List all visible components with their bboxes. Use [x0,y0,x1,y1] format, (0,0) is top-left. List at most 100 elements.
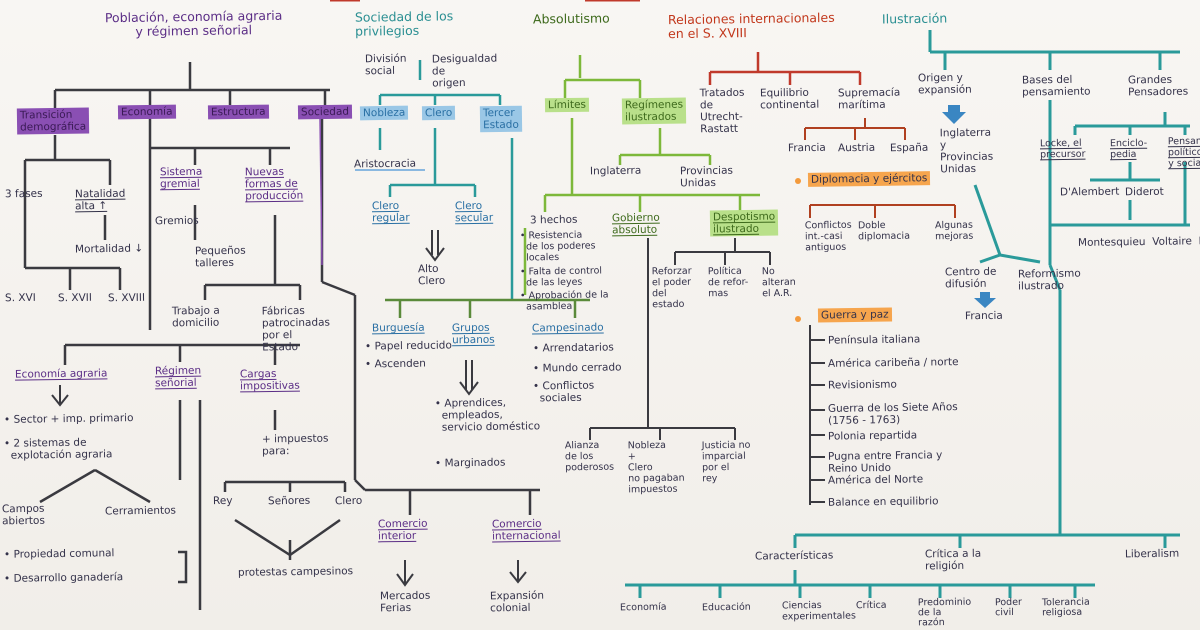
node-s17: S. XVII [57,291,93,305]
node-locke: Locke, el precursor [1039,137,1086,161]
node-transicion: Transición demográfica [16,107,90,135]
node-arrendatarios: • Arrendatarios [532,341,614,355]
node-austria: Austria [837,141,876,155]
node-gp1: Península italiana [827,333,921,347]
node-campesinado: Campesinado [531,321,604,335]
node-alianza: Alianza de los poderosos [564,439,615,474]
node-rey: Rey [212,494,233,508]
node-bases: Bases del pensamiento [1021,73,1091,99]
node-mortalidad: Mortalidad ↓ [74,242,144,256]
node-clero: Clero [421,105,456,121]
node-resistencia: • Resistencia de los poderes locales [519,229,596,264]
node-nuevas-formas: Nuevas formas de producción [244,165,304,203]
node-gp2: América caribeña / norte [827,356,959,370]
node-educacion: Educación [701,601,751,614]
node-liberalismo: Liberalism [1124,547,1180,561]
node-doble: Doble diplomacia [857,219,911,243]
node-nobleza-clero: Nobleza + Clero no pagaban impuestos [627,439,685,496]
node-papel: • Papel reducido [364,339,452,353]
node-senores: Señores [267,494,311,508]
node-s16: S. XVI [4,291,36,305]
bullet-icon [795,316,801,322]
node-critica-religion: Crítica a la religión [924,547,982,573]
node-reforzar: Reforzar el poder del estado [651,265,692,311]
node-inglaterra-pu: Inglaterra y Provincias Unidas [939,126,994,176]
node-falta: • Falta de control de las leyes [519,265,603,289]
node-centro: Centro de difusión [944,265,997,291]
node-expansion: Expansión colonial [489,589,545,615]
node-ciencias: Ciencias experimentales [781,599,856,623]
header-absolutismo: Absolutismo [532,10,610,27]
node-gp5: Polonia repartida [827,429,918,443]
bullet-icon [795,178,801,184]
header-relaciones: Relaciones internacionales en el S. XVII… [667,9,835,42]
node-gobierno: Gobierno absoluto [611,211,660,237]
node-economia-agraria: Economía agraria [14,367,108,381]
node-critica: Crítica [855,599,887,612]
node-alto-clero: Alto Clero [417,262,446,288]
node-diderot: Diderot [1124,185,1164,199]
node-economia-il: Economía [619,601,667,614]
node-supremacia: Supremacía marítima [837,86,901,112]
node-grandes: Grandes Pensadores [1127,73,1189,99]
node-desigualdad: Desigualdad de origen [431,52,498,90]
node-guerra-paz: Guerra y paz [817,307,892,323]
node-politica: Política de refor- mas [707,265,749,300]
node-clero-imp: Clero [334,494,363,508]
node-diplomacia: Diplomacia y ejércitos [807,171,931,187]
node-aristocracia: Aristocracia [353,157,417,171]
node-protestas: protestas campesinos [237,565,354,579]
node-aprendices: • Aprendices, empleados, servicio domést… [434,396,541,434]
node-algunas: Algunas mejoras [934,219,974,243]
node-predominio: Predominio de la razón [917,596,972,629]
node-justicia: Justicia no imparcial por el rey [701,439,751,485]
node-no-alteran: No alteran el A.R. [761,266,796,300]
node-s18: S. XVIII [107,291,146,305]
node-gp3: Revisionismo [827,378,898,392]
node-poder-civil: Poder civil [994,596,1022,619]
node-gp7: América del Norte [827,473,924,487]
node-pequenos-talleres: Pequeños talleres [194,244,246,270]
node-impuestos: + impuestos para: [261,432,329,458]
node-economia: Economía [117,104,176,120]
header-sociedad: Sociedad de los privilegios [354,8,454,39]
node-conflictos-int: Conflictos int.-casi antiguos [804,219,852,254]
node-trabajo-domicilio: Trabajo a domicilio [171,304,220,330]
node-equilibrio: Equilibrio continental [759,86,820,112]
node-ascenden: • Ascenden [364,357,426,371]
node-conflictos: • Conflictos sociales [532,379,595,405]
node-origen: Origen y expansión [917,71,972,97]
node-reformismo: Reformismo ilustrado [1017,267,1081,293]
node-natalidad: Natalidad alta ↑ [74,187,126,213]
node-dos-sistemas: • 2 sistemas de explotación agraria [3,436,113,462]
node-desarrollo: • Desarrollo ganadería [3,571,124,585]
node-aprobacion: • Aprobación de la asamblea [519,289,609,313]
node-tolerancia: Tolerancia religiosa [1041,596,1090,619]
node-grupos-urbanos: Grupos urbanos [451,321,495,347]
node-gp8: Balance en equilibrio [827,495,939,509]
node-nobleza: Nobleza [359,105,409,121]
node-provincias: Provincias Unidas [679,164,734,190]
node-regimen-senorial: Régimen señorial [154,364,202,390]
node-tercer-estado: Tercer Estado [479,105,522,133]
node-caracteristicas: Características [754,549,834,563]
node-tres-hechos: 3 hechos [529,213,578,227]
node-gp4: Guerra de los Siete Años (1756 - 1763) [827,401,958,427]
header-ilustracion: Ilustración [881,10,948,27]
node-espana: España [889,141,929,155]
node-sociedad: Sociedad [297,104,353,120]
node-burguesia: Burguesía [371,321,425,335]
node-propiedad: • Propiedad comunal [3,547,115,561]
node-montesquieu: Montesquieu Voltaire Ro [1077,235,1200,249]
node-division: División social [364,52,407,78]
node-sistema-gremial: Sistema gremial [159,165,203,191]
header-poblacion: Población, economía agraria y régimen se… [104,7,283,39]
node-fabricas: Fábricas patrocinadas por el Estado [261,304,331,354]
node-cargas: Cargas impositivas [239,367,300,393]
node-gremios: Gremios [154,214,199,228]
node-francia-il: Francia [964,309,1003,323]
node-gp6: Pugna entre Francia y Reino Unido [827,449,943,475]
node-francia: Francia [787,141,826,155]
